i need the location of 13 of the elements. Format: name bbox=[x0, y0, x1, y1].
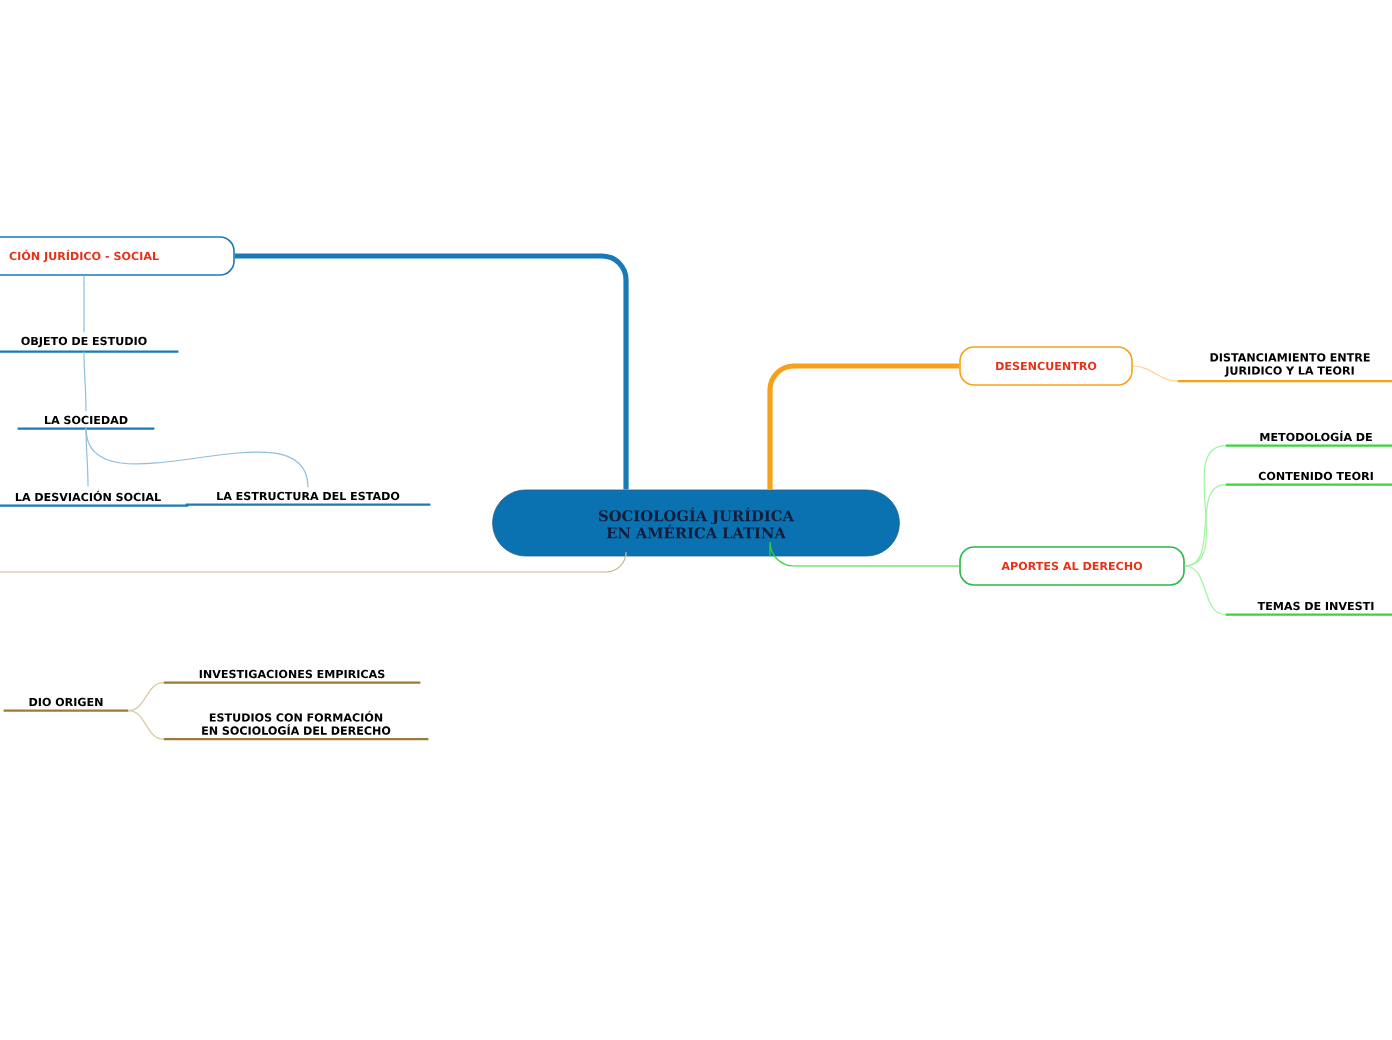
connector bbox=[127, 710, 165, 740]
connector bbox=[83, 275, 85, 333]
connector bbox=[234, 253, 629, 490]
connector bbox=[85, 428, 309, 488]
connector bbox=[85, 428, 89, 487]
connector bbox=[1184, 484, 1227, 567]
connector bbox=[83, 351, 87, 412]
connector bbox=[767, 363, 960, 490]
connector bbox=[1184, 565, 1227, 616]
connector bbox=[127, 682, 165, 712]
connector bbox=[1132, 365, 1179, 382]
connector bbox=[769, 541, 960, 567]
connector bbox=[0, 551, 627, 573]
